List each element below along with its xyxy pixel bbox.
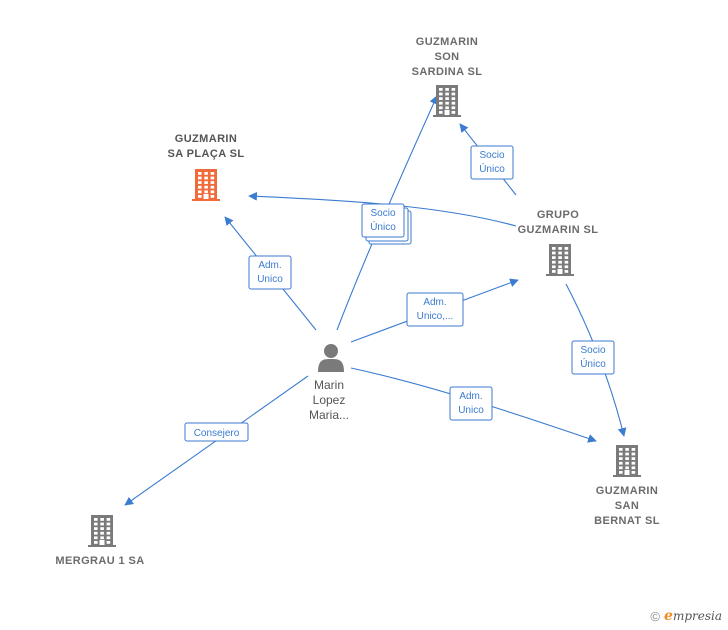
edge-label[interactable]: Consejero — [184, 422, 249, 442]
edge-label[interactable]: Adm. Unico,... — [406, 292, 464, 327]
node-label[interactable]: GUZMARIN — [596, 485, 658, 497]
edge-label-text: Adm. — [423, 297, 446, 308]
person-icon — [318, 344, 344, 372]
edge-label-box — [406, 292, 464, 327]
nodes-layer: GUZMARIN SA PLAÇA SL GUZMARIN SON SARDINA SL… — [55, 36, 659, 567]
building-icon — [433, 85, 461, 117]
edge-label-text: Adm. — [258, 260, 281, 271]
footer-brand: © empresia — [650, 608, 722, 624]
node-label[interactable]: BERNAT SL — [594, 515, 660, 527]
node-label[interactable]: MERGRAU 1 SA — [55, 555, 144, 567]
edge-label-text: Unico — [257, 274, 283, 285]
edge-label-box — [361, 203, 405, 238]
node-label[interactable]: GUZMARIN — [416, 36, 478, 48]
edge-labels-layer: Adm.UnicoSocioÚnicoSocioÚnicoAdm.Unico,.… — [184, 145, 615, 442]
edge-label-text: Socio — [370, 208, 395, 219]
person-node[interactable]: MarinLopezMaria... — [309, 344, 349, 422]
building-icon — [546, 244, 574, 276]
node-label[interactable]: GRUPO — [537, 209, 579, 221]
edge-label-text: Socio — [580, 345, 605, 356]
building-icon — [88, 515, 116, 547]
node-label[interactable]: Marin — [314, 378, 344, 392]
company-node[interactable]: GUZMARIN SAN BERNAT SL — [594, 445, 660, 527]
edge-label-text: Socio — [479, 150, 504, 161]
node-label[interactable]: SA PLAÇA SL — [168, 148, 245, 160]
node-label[interactable]: GUZMARIN — [175, 133, 237, 145]
edge-label-text: Consejero — [194, 428, 240, 439]
company-node[interactable]: GUZMARIN SA PLAÇA SL — [168, 133, 245, 201]
building-icon — [613, 445, 641, 477]
edge-label-box — [248, 255, 292, 290]
company-node[interactable]: GRUPO GUZMARIN SL — [518, 209, 599, 276]
node-label[interactable]: Maria... — [309, 408, 349, 422]
edge-label-text: Adm. — [459, 391, 482, 402]
edge-label-box — [184, 422, 249, 442]
node-label[interactable]: Lopez — [313, 393, 346, 407]
edge-label-box — [470, 145, 514, 180]
edge-label[interactable]: Adm. Unico — [248, 255, 292, 290]
edge-label-text: Único — [580, 357, 606, 370]
edge-label-text: Único — [479, 162, 505, 175]
edge-label-text: Unico — [458, 405, 484, 416]
node-label[interactable]: SARDINA SL — [412, 66, 483, 78]
company-node[interactable]: GUZMARIN SON SARDINA SL — [412, 36, 483, 117]
edge-label-box — [449, 386, 493, 421]
edge-label[interactable]: Adm. Unico — [449, 386, 493, 421]
edge-label-box — [571, 340, 615, 375]
company-node[interactable]: MERGRAU 1 SA — [55, 515, 144, 567]
node-label[interactable]: SAN — [615, 500, 639, 512]
edge-label-text: Unico,... — [417, 311, 454, 322]
building-icon — [192, 169, 220, 201]
node-label[interactable]: SON — [434, 51, 459, 63]
copyright-icon: © — [650, 608, 661, 624]
node-label[interactable]: GUZMARIN SL — [518, 224, 599, 236]
brand-logo[interactable]: empresia — [664, 608, 722, 624]
edge-label-text: Único — [370, 220, 396, 233]
